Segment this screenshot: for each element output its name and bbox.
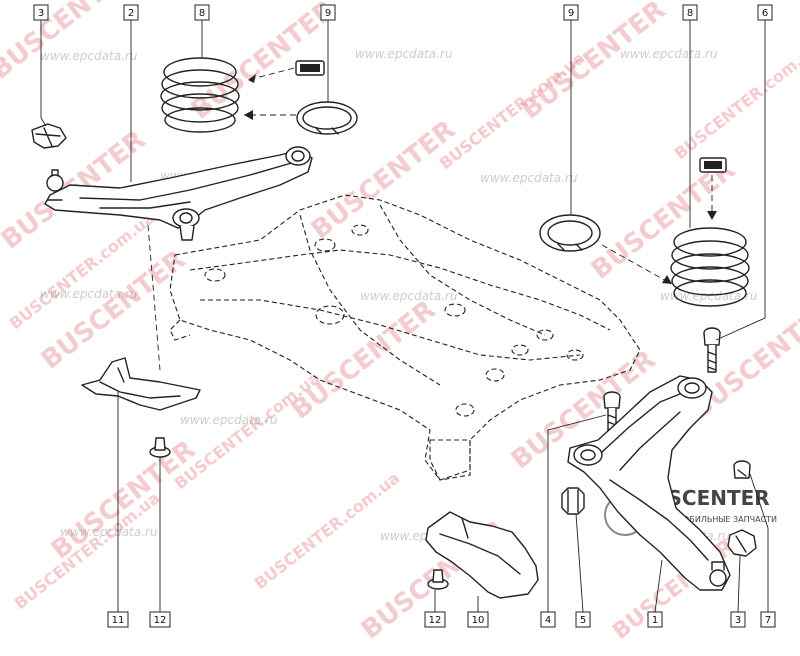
callout-1[interactable]: 1 [647,611,663,628]
watermark-brand: BUSCENTER [516,0,671,126]
coil-spring-left [160,57,240,133]
watermark-domain: BUSCENTER.com.ua [436,48,589,173]
clip-fastener-right [427,569,449,590]
callout-5[interactable]: 5 [575,611,591,628]
svg-text:12: 12 [429,615,442,626]
watermark-site: www.epcdata.ru [355,47,453,61]
svg-text:12: 12 [154,615,167,626]
watermark-brand: BUSCENTER [586,155,741,286]
lower-arm-right [567,375,731,591]
callout-9-right[interactable]: 9 [563,4,579,21]
callout-8-right[interactable]: 8 [682,4,698,21]
arrow-plate-to-spring [247,67,295,81]
splash-shield-left [81,357,201,411]
dash-lead-arm-to-shield [147,224,161,371]
callout-2[interactable]: 2 [123,4,139,21]
watermark-site: www.epcdata.ru [60,525,158,539]
watermark-site: www.epcdata.ru [620,47,718,61]
lead-3-bottom [737,555,741,613]
watermark-site: www.epcdata.ru [180,413,278,427]
watermark-site: www.epcdata.ru [360,289,458,303]
svg-text:4: 4 [545,615,551,626]
svg-text:11: 11 [112,615,125,626]
watermark-site: www.epcdata.ru [40,49,138,63]
logo-subtitle: АВТОМОБИЛЬНЫЕ ЗАПЧАСТИ [654,515,777,524]
spring-label-plate-right [699,157,727,173]
spring-seat-left [296,101,358,135]
watermark-brand: BUSCENTER [46,435,201,566]
watermark-domain: BUSCENTER.com.ua [11,488,164,613]
lower-arm-left [44,146,313,241]
anti-roll-bushing-left [31,123,67,149]
svg-text:1: 1 [652,615,658,626]
callout-3-top[interactable]: 3 [33,4,49,21]
callout-12-left[interactable]: 12 [149,611,171,628]
callout-12-mid[interactable]: 12 [424,611,446,628]
lead-7 [749,473,769,612]
spring-seat-right [539,214,601,252]
svg-text:2: 2 [128,8,134,19]
arrow-head [707,211,717,220]
coil-spring-right [670,227,750,307]
arrow-head [244,110,253,120]
arrow-seat-to-spring-right [601,244,669,283]
callout-11[interactable]: 11 [107,611,129,628]
callout-10[interactable]: 10 [467,611,489,628]
leader-lines [40,20,769,613]
callout-4[interactable]: 4 [540,611,556,628]
arrow-head [248,74,256,83]
lead-5 [575,513,584,613]
lead-4 [547,414,607,612]
anti-roll-bushing-right [727,529,757,557]
lead-1 [654,559,663,613]
watermark-site: www.epcdata.ru [480,171,578,185]
nut-5 [561,487,585,515]
svg-text:6: 6 [762,8,768,19]
arrow-head [662,275,672,284]
watermark-brand: BUSCENTER [36,245,191,376]
svg-text:3: 3 [735,615,741,626]
bolt-7 [733,460,751,479]
callout-3-bottom[interactable]: 3 [730,611,746,628]
svg-text:7: 7 [765,615,771,626]
subframe-dashed [169,194,641,481]
svg-text:9: 9 [568,8,574,19]
svg-text:9: 9 [325,8,331,19]
callout-8-left[interactable]: 8 [194,4,210,21]
svg-text:8: 8 [199,8,205,19]
lead-3-top [40,20,47,127]
svg-text:3: 3 [38,8,44,19]
watermark-domain: BUSCENTER.com.ua [171,368,324,493]
spring-label-plate-left [295,60,325,76]
svg-text:8: 8 [687,8,693,19]
watermark-site: www.epcdata.ru [40,287,138,301]
bolt-right [703,327,721,373]
watermark-brand: BUSCENTER [0,0,141,86]
watermark-brand: BUSCENTER [286,295,441,426]
callout-6[interactable]: 6 [757,4,773,21]
callout-9-left[interactable]: 9 [320,4,336,21]
lead-6 [715,18,766,341]
callout-7[interactable]: 7 [760,611,776,628]
splash-shield-right [425,511,539,599]
svg-text:5: 5 [580,615,586,626]
svg-text:10: 10 [472,615,485,626]
